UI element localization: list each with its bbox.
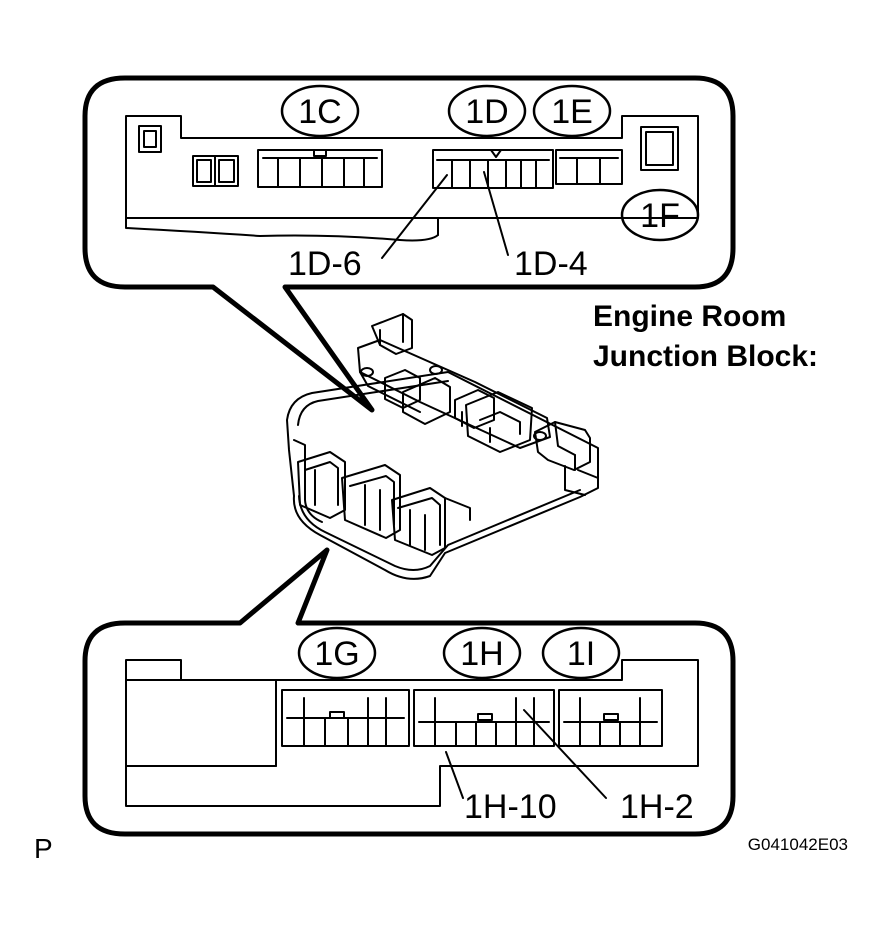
connector-1f-body: [640, 126, 679, 171]
upper-callout-bubble: [82, 75, 736, 413]
upper-callout: [82, 75, 736, 413]
circle-1i: [541, 626, 621, 680]
title-line-2: Junction Block:: [593, 340, 818, 373]
connector-1i-body: [558, 689, 663, 747]
title-line-1: Engine Room: [593, 300, 786, 333]
leader-1h-2: [523, 709, 607, 799]
pin-label-1h-2: 1H-2: [620, 788, 694, 826]
leader-1d-4: [483, 171, 509, 256]
circle-1e: [532, 84, 612, 138]
lower-callout: [82, 547, 736, 837]
pin-label-1d-6: 1D-6: [288, 245, 362, 283]
connector-1g-body: [281, 689, 410, 747]
label-1g: 1G: [314, 635, 359, 673]
label-1c: 1C: [298, 93, 341, 131]
pin-label-1d-4: 1D-4: [514, 245, 588, 283]
connector-1e-body: [555, 149, 623, 185]
label-1f: 1F: [640, 197, 680, 235]
circle-1g: [297, 626, 377, 680]
figure-id: G041042E03: [748, 835, 848, 854]
circle-1h: [442, 626, 522, 680]
leader-1h-10: [445, 751, 464, 799]
label-1h: 1H: [460, 635, 503, 673]
leader-1d-6: [381, 174, 448, 259]
circle-1c: [280, 84, 360, 138]
circle-1d: [447, 84, 527, 138]
upper-block-outline: [125, 115, 699, 242]
connector-1h-body: [413, 689, 555, 747]
junction-block-drawing: [286, 313, 599, 580]
lower-callout-bubble: [82, 547, 736, 837]
corner-letter: P: [34, 833, 53, 864]
label-1e: 1E: [551, 93, 593, 131]
connector-1d-body: [432, 149, 554, 189]
pin-label-1h-10: 1H-10: [464, 788, 557, 826]
label-1i: 1I: [567, 635, 595, 673]
circle-1f: [620, 188, 700, 242]
label-1d: 1D: [465, 93, 508, 131]
